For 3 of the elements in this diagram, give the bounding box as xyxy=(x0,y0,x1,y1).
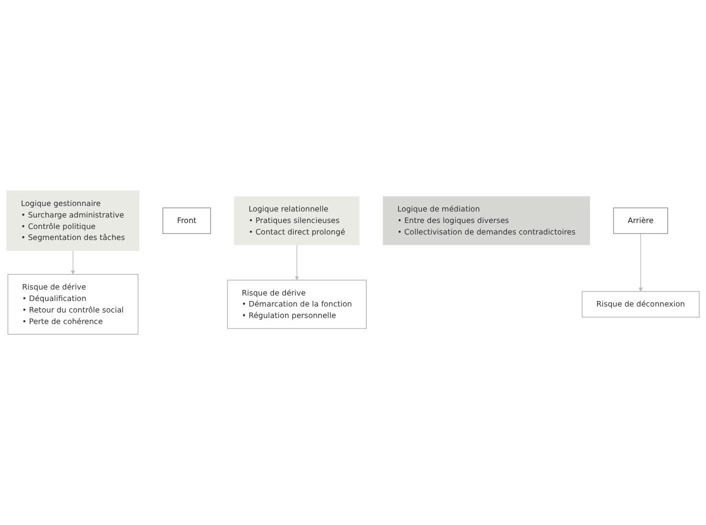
arrow xyxy=(294,244,299,280)
arrow xyxy=(70,250,76,275)
arrow xyxy=(638,233,643,292)
